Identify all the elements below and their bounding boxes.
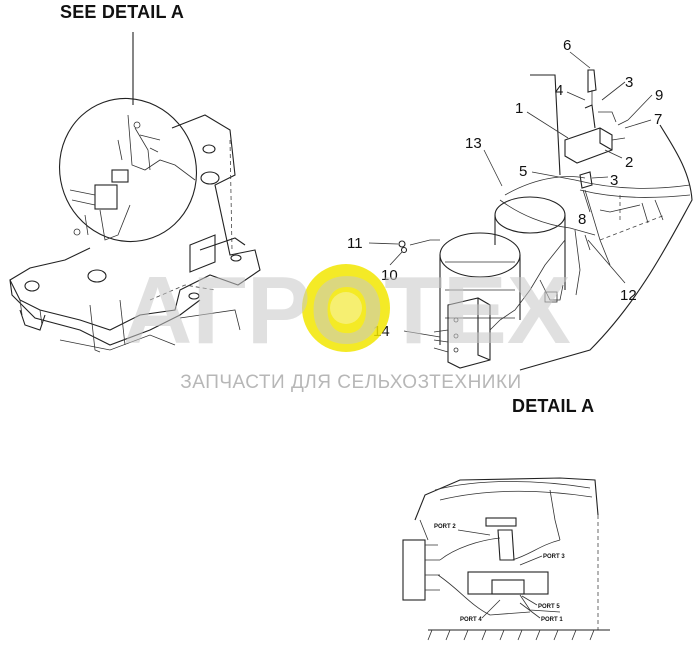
port-1-label: PORT 1 — [541, 617, 563, 623]
overview-frame-drawing — [9, 32, 261, 353]
callout-1: 1 — [515, 100, 523, 117]
callout-2: 2 — [625, 154, 633, 171]
callout-6: 6 — [563, 37, 571, 54]
callout-9: 9 — [655, 87, 663, 104]
hose-routing-inset: PORT 2 PORT 3 PORT 5 PORT 1 PORT 4 — [402, 477, 610, 641]
callout-7: 7 — [654, 111, 662, 128]
callout-11: 11 — [347, 235, 363, 252]
callout-8: 8 — [578, 211, 586, 228]
callout-10: 10 — [381, 267, 398, 284]
detail-a-drawing — [368, 51, 693, 371]
callout-3-upper: 3 — [625, 74, 633, 91]
port-3-label: PORT 3 — [543, 554, 565, 560]
callout-12: 12 — [620, 287, 637, 304]
callout-13: 13 — [465, 135, 482, 152]
detail-a-heading: DETAIL A — [512, 396, 595, 416]
callout-3-lower: 3 — [610, 172, 618, 189]
port-4-label: PORT 4 — [460, 617, 482, 623]
callout-5: 5 — [519, 163, 527, 180]
port-5-label: PORT 5 — [538, 604, 560, 610]
watermark-subtitle: ЗАПЧАСТИ ДЛЯ СЕЛЬХОЗТЕХНИКИ — [180, 372, 521, 393]
callout-labels: 1 2 3 3 4 5 6 7 8 9 10 11 12 13 14 — [347, 37, 663, 340]
port-2-label: PORT 2 — [434, 524, 456, 530]
watermark-logo-text: АГРОТЕХ — [123, 257, 571, 364]
callout-4: 4 — [555, 82, 563, 99]
watermark: АГРОТЕХ ЗАПЧАСТИ ДЛЯ СЕЛЬХОЗТЕХНИКИ — [123, 257, 571, 393]
see-detail-heading: SEE DETAIL A — [60, 2, 185, 22]
